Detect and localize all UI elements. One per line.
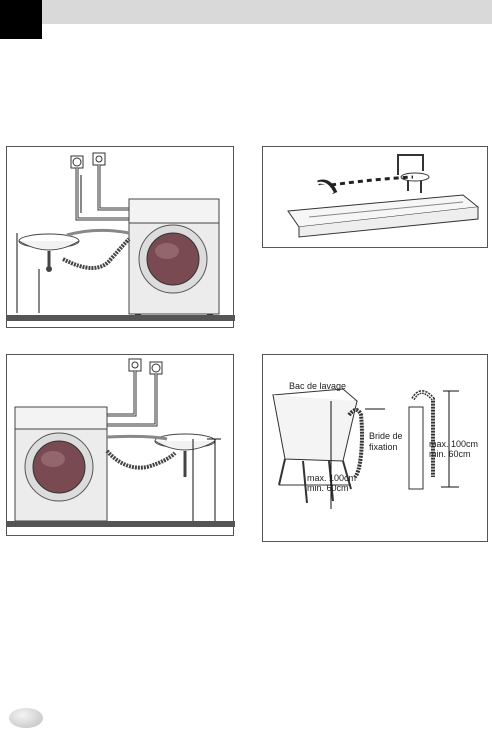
faucet-hook-illustration — [287, 154, 480, 238]
tub-height-range-label: max. 100cm min. 60cm — [307, 473, 357, 493]
figure-sink-drain-left — [6, 146, 235, 328]
figure-sink-drain-right — [6, 354, 235, 536]
figure-laundry-tub-standpipe: Bac de lavage Bride de fixation max. 100… — [262, 354, 488, 542]
hose-clip-label: Bride de fixation — [369, 431, 403, 452]
tub-label: Bac de lavage — [289, 381, 347, 391]
page-number-badge — [9, 708, 43, 728]
laundry-tub-illustration — [271, 388, 459, 509]
sink-drain-illustration — [7, 152, 235, 321]
section-marker — [0, 0, 42, 39]
figure-sink-edge-hook — [262, 146, 488, 248]
page-header-bar — [0, 0, 492, 24]
sink-drain-illustration-mirrored — [7, 358, 235, 527]
standpipe-height-range-label: max. 100cm min. 60cm — [429, 439, 479, 459]
